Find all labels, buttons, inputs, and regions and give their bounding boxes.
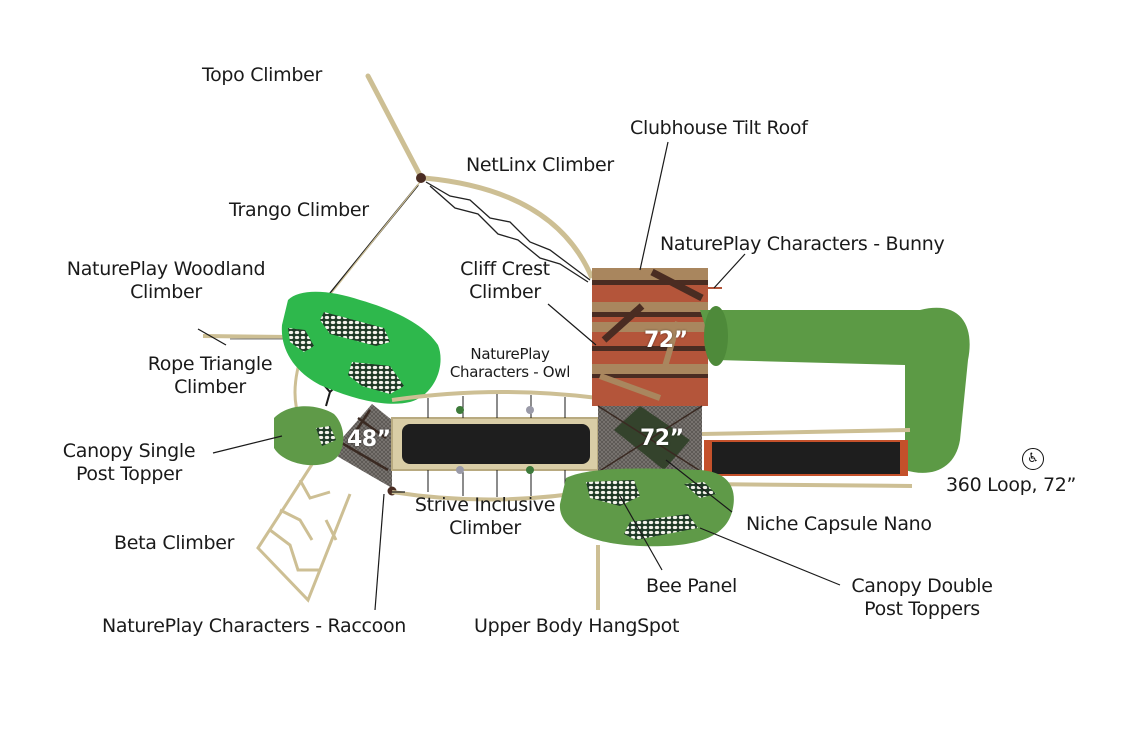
woodland-climber xyxy=(202,334,291,339)
label-niche-capsule-nano: Niche Capsule Nano xyxy=(746,513,932,535)
label-upper-body-hangspot: Upper Body HangSpot xyxy=(474,615,680,637)
bridge-right xyxy=(701,428,913,488)
label-line: Rope Triangle xyxy=(147,353,273,375)
slide-360-loop xyxy=(700,306,970,473)
label-strive-inclusive-climber: Strive Inclusive Climber xyxy=(405,494,565,540)
label-line: NaturePlay Woodland xyxy=(66,258,266,280)
canopy-single xyxy=(274,406,344,466)
label-line: Climber xyxy=(449,517,521,539)
netlinx-climber-arc xyxy=(423,175,595,279)
label-bunny: NaturePlay Characters - Bunny xyxy=(660,233,945,255)
label-owl: NaturePlay Characters - Owl xyxy=(440,345,580,381)
wheelchair-icon: ♿ xyxy=(1022,448,1044,470)
label-netlinx-climber: NetLinx Climber xyxy=(466,154,614,176)
label-line: Post Topper xyxy=(75,463,183,485)
post-cap xyxy=(416,173,426,183)
label-rope-triangle-climber: Rope Triangle Climber xyxy=(142,353,278,399)
label-canopy-double-post-toppers: Canopy Double Post Toppers xyxy=(840,575,1004,621)
label-line: Post Toppers xyxy=(864,598,980,620)
bee-panel-upper xyxy=(320,312,390,346)
label-cliff-crest-climber: Cliff Crest Climber xyxy=(450,258,560,304)
label-line: Strive Inclusive xyxy=(414,494,556,516)
deck-48 xyxy=(330,404,392,488)
label-line: NaturePlay xyxy=(470,345,550,363)
bee-panel xyxy=(586,480,640,506)
leader-lines xyxy=(197,141,841,611)
label-line: Canopy Single xyxy=(62,440,196,462)
label-line: Climber xyxy=(469,281,541,303)
label-clubhouse-tilt-roof: Clubhouse Tilt Roof xyxy=(630,117,808,139)
deck-height-48: 48” xyxy=(347,427,391,452)
label-line: Cliff Crest xyxy=(460,258,550,280)
label-360-loop: 360 Loop, 72” xyxy=(946,474,1077,496)
netlinx-net xyxy=(425,181,591,283)
label-bee-panel: Bee Panel xyxy=(646,575,738,597)
label-beta-climber: Beta Climber xyxy=(114,532,235,554)
label-trango-climber: Trango Climber xyxy=(229,199,369,221)
bridge-left xyxy=(391,389,599,502)
label-topo-climber: Topo Climber xyxy=(202,64,323,86)
label-woodland-climber: NaturePlay Woodland Climber xyxy=(48,258,284,304)
label-line: Climber xyxy=(174,376,246,398)
label-line: Canopy Double xyxy=(851,575,993,597)
clubhouse-tilt-roof xyxy=(592,268,708,406)
label-line: Characters - Owl xyxy=(449,363,571,381)
beta-climber xyxy=(256,451,352,603)
label-canopy-single-post-topper: Canopy Single Post Topper xyxy=(56,440,202,486)
label-raccoon: NaturePlay Characters - Raccoon xyxy=(102,615,407,637)
deck-height-72-lower: 72” xyxy=(640,426,684,451)
label-line: Climber xyxy=(130,281,202,303)
deck-height-72-clubhouse: 72” xyxy=(644,328,688,353)
topo-climber-pole xyxy=(365,73,424,180)
